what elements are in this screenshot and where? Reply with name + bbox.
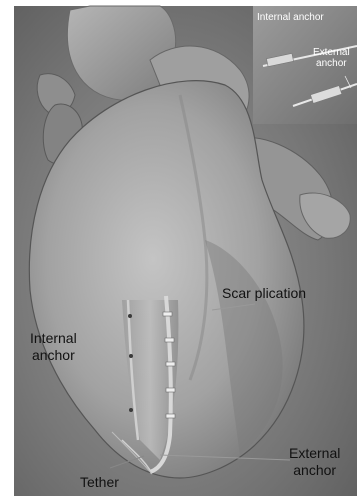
external-anchor-mark-5 [166,414,175,418]
internal-anchor-label-line2: anchor [30,347,77,364]
internal-anchor-label-line1: Internal [30,330,77,347]
external-anchor-label-line1: External [289,445,340,462]
internal-anchor-label: Internal anchor [30,330,77,364]
external-anchor-mark-2 [165,338,174,342]
inset-panel: Internal anchor External anchor [253,6,357,124]
inset-external-anchor-line2: anchor [313,58,350,69]
external-anchor-mark-1 [163,312,172,316]
external-anchor-label-line2: anchor [289,462,340,479]
internal-anchor-mark-1 [128,314,132,318]
inset-external-anchor-label: External anchor [313,47,350,69]
tether-label: Tether [80,474,119,491]
inset-external-anchor-line1: External [313,47,350,58]
external-anchor-mark-3 [166,362,175,366]
internal-anchor-mark-2 [129,354,133,358]
external-anchor-mark-4 [166,388,175,392]
external-anchor-label: External anchor [289,445,340,479]
inset-internal-anchor-label: Internal anchor [257,12,324,23]
scar-plication-label: Scar plication [222,285,306,302]
internal-anchor-mark-3 [129,408,133,412]
